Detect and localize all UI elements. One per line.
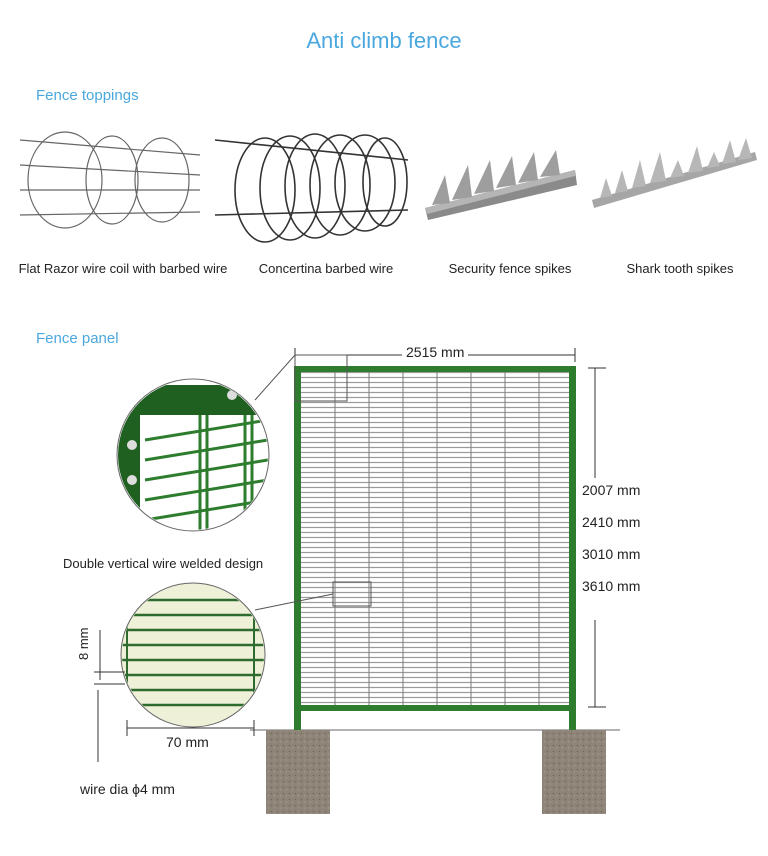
detail-circle-double-wire [116,378,270,532]
height-label-1: 2007 mm [582,482,641,498]
topping-caption-shark: Shark tooth spikes [626,261,734,276]
toppings-heading: Fence toppings [36,87,139,104]
height-label-3: 3010 mm [582,546,641,562]
flat-razor-wire-image [19,131,201,229]
shark-tooth-image [592,138,757,208]
top-rail [294,366,576,372]
left-footing [266,730,330,814]
detail-caption: Double vertical wire welded design [63,556,264,571]
panel-heading: Fence panel [36,330,119,347]
mesh-width-label: 70 mm [166,734,209,750]
topping-caption-spikes: Security fence spikes [448,261,572,276]
height-label-2: 2410 mm [582,514,641,530]
detail-circle-mesh [120,582,266,728]
bottom-rail [294,705,576,711]
topping-caption-concertina: Concertina barbed wire [258,261,394,276]
concertina-wire-image [214,133,409,243]
topping-caption-razor: Flat Razor wire coil with barbed wire [18,261,228,276]
height-label-4: 3610 mm [582,578,641,594]
right-footing [542,730,606,814]
mesh-spacing-label: 8 mm [76,627,91,661]
left-post [294,366,301,730]
page-title: Anti climb fence [306,28,462,53]
width-dimension-label: 2515 mm [402,344,469,360]
right-post [569,366,576,730]
security-spikes-image [425,150,577,220]
mesh-panel [301,372,569,707]
wire-diameter-label: wire dia ϕ4 mm [80,781,175,797]
